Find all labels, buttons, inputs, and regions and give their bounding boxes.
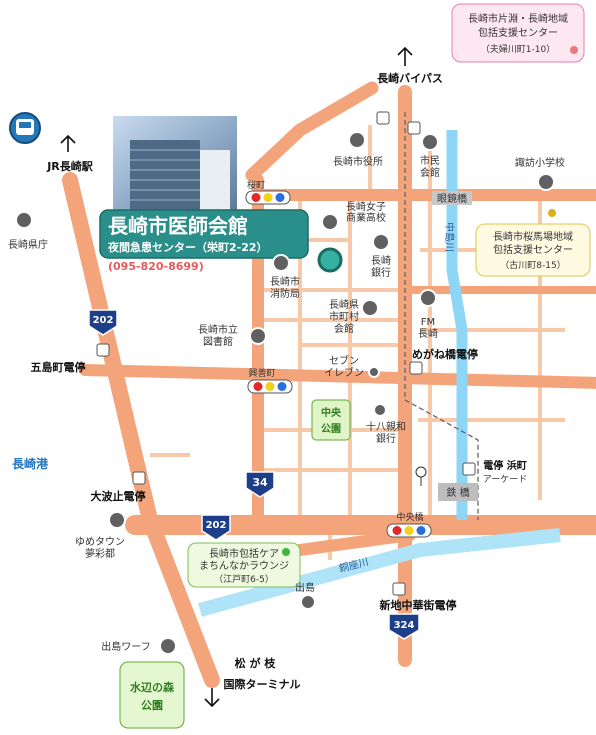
center-1-title-2: 包括支援センター <box>478 26 558 39</box>
landmark-dots <box>15 131 555 655</box>
center-box-machinnaka: 長崎市包括ケア まちんなかラウンジ （江戸町6-5） <box>187 542 301 588</box>
station-shinchi: 新地中華街電停 <box>380 598 457 612</box>
tetsubashi-label: 鉄 橋 <box>446 486 469 499</box>
label-shimin-1: 市民 <box>420 154 440 167</box>
train-icon <box>9 112 41 144</box>
station-ohato: 大波止電停 <box>91 489 146 503</box>
label-shiyakusho: 長崎市役所 <box>333 155 383 168</box>
label-shichoson-2: 市町村 <box>329 310 359 323</box>
center-1-addr: （夫婦川町1-10） <box>481 43 555 55</box>
label-joshi-2: 商業高校 <box>346 211 386 224</box>
clinic-building-photo <box>113 116 237 211</box>
label-tosho-1: 長崎市立 <box>198 323 238 336</box>
label-kozen: 興善町 <box>248 367 275 379</box>
station-goto: 五島町電停 <box>31 360 86 374</box>
label-port: 長崎港 <box>12 456 49 471</box>
tram-line <box>404 112 479 520</box>
label-fm-1: FM <box>421 317 435 328</box>
label-chuobashi: 中央橋 <box>396 511 423 523</box>
major-roads <box>62 81 596 688</box>
mizube-park-label-2: 公園 <box>141 699 163 712</box>
center-box-katafuchi: 長崎市片淵・長崎地域 包括支援センター （夫婦川町1-10） <box>451 3 585 63</box>
jr-station-label: JR長崎駅 <box>46 159 93 173</box>
clinic-location-marker[interactable] <box>317 247 343 273</box>
label-seven-1: セブン <box>329 354 359 367</box>
label-ginko-2: 銀行 <box>371 266 391 279</box>
label-yume-1: ゆめタウン <box>75 536 125 548</box>
label-tosho-2: 図書館 <box>203 335 233 348</box>
chuo-park-label-2: 公園 <box>321 423 341 435</box>
center-1-title-1: 長崎市片淵・長崎地域 <box>468 12 568 25</box>
center-box-sakurababa: 長崎市桜馬場地域 包括支援センター （古川町8-15） <box>475 223 591 277</box>
traffic-signal-chuobashi <box>386 523 432 538</box>
station-hamacho-1: 電停 浜町 <box>483 459 526 472</box>
mizube-park-label-1: 水辺の森 <box>130 680 175 694</box>
direction-arrows <box>60 46 413 708</box>
label-wharf: 出島ワーフ <box>101 640 150 653</box>
tram-stop-icons <box>96 111 476 596</box>
route-shield-34: 34 <box>245 471 275 498</box>
matsugae-label-2: 国際ターミナル <box>224 677 301 691</box>
label-sakuramachi: 桜町 <box>247 179 265 191</box>
route-324-label: 324 <box>394 620 415 631</box>
label-shichoson-3: 会館 <box>334 322 354 335</box>
meganebashi-label: 眼鏡橋 <box>437 192 467 205</box>
clinic-phone: (095-820-8699) <box>108 260 204 273</box>
label-nakashimagawa: 中島川 <box>443 222 456 252</box>
traffic-signal-kozen <box>247 379 293 394</box>
route-202-south-label: 202 <box>206 520 227 531</box>
center-3-title-1: 長崎市包括ケア <box>209 547 279 560</box>
label-joshi-1: 長崎女子 <box>346 200 386 213</box>
chuo-park <box>311 399 351 441</box>
label-fm-2: 長崎 <box>418 327 438 340</box>
center-3-addr: （江戸町6-5） <box>214 574 274 585</box>
label-ginko-1: 長崎 <box>371 254 391 267</box>
center-2-title-1: 長崎市桜馬場地域 <box>493 230 573 243</box>
label-juhachi-1: 十八親和 <box>366 420 406 433</box>
station-hamacho-2: アーケード <box>483 474 527 485</box>
route-shield-202-north: 202 <box>88 309 118 336</box>
center-3-marker <box>282 548 290 556</box>
route-34-label: 34 <box>252 476 268 489</box>
tetsubashi-bridge <box>438 483 478 501</box>
traffic-signal-sakuramachi <box>245 190 291 205</box>
chuo-park-label-1: 中央 <box>321 406 342 419</box>
bypass-label: 長崎バイパス <box>377 71 443 85</box>
center-3-title-2: まちんなかラウンジ <box>199 560 289 572</box>
label-kencho: 長崎県庁 <box>8 238 48 251</box>
route-shield-324: 324 <box>388 613 420 640</box>
center-2-marker <box>548 209 556 217</box>
label-juhachi-2: 銀行 <box>376 432 396 445</box>
label-yume-2: 夢彩都 <box>85 547 115 560</box>
clinic-sub: 夜間急患センター（栄町2-22） <box>107 240 268 254</box>
label-shobo-1: 長崎市 <box>270 275 300 288</box>
meganebashi-bridge <box>432 191 472 205</box>
label-shimin-2: 会館 <box>420 166 440 179</box>
center-1-marker <box>570 46 578 54</box>
label-dejima: 出島 <box>295 581 315 594</box>
label-shichoson-1: 長崎県 <box>329 298 359 311</box>
matsugae-label-1: 松 が 枝 <box>235 656 277 670</box>
station-megane: めがね橋電停 <box>412 347 478 361</box>
center-2-addr: （古川町8-15） <box>500 259 565 271</box>
center-2-title-2: 包括支援センター <box>493 243 573 256</box>
clinic-label-panel: 長崎市医師会館 夜間急患センター（栄町2-22） <box>99 209 309 259</box>
route-202-north-label: 202 <box>93 315 114 326</box>
label-suwa: 諏訪小学校 <box>515 156 565 169</box>
pin-marker <box>415 466 427 486</box>
mizube-park <box>119 661 185 729</box>
route-shield-202-south: 202 <box>201 514 231 541</box>
clinic-name: 長崎市医師会館 <box>108 214 248 238</box>
label-seven-2: イレブン <box>324 366 364 379</box>
label-shobo-2: 消防局 <box>270 287 300 300</box>
